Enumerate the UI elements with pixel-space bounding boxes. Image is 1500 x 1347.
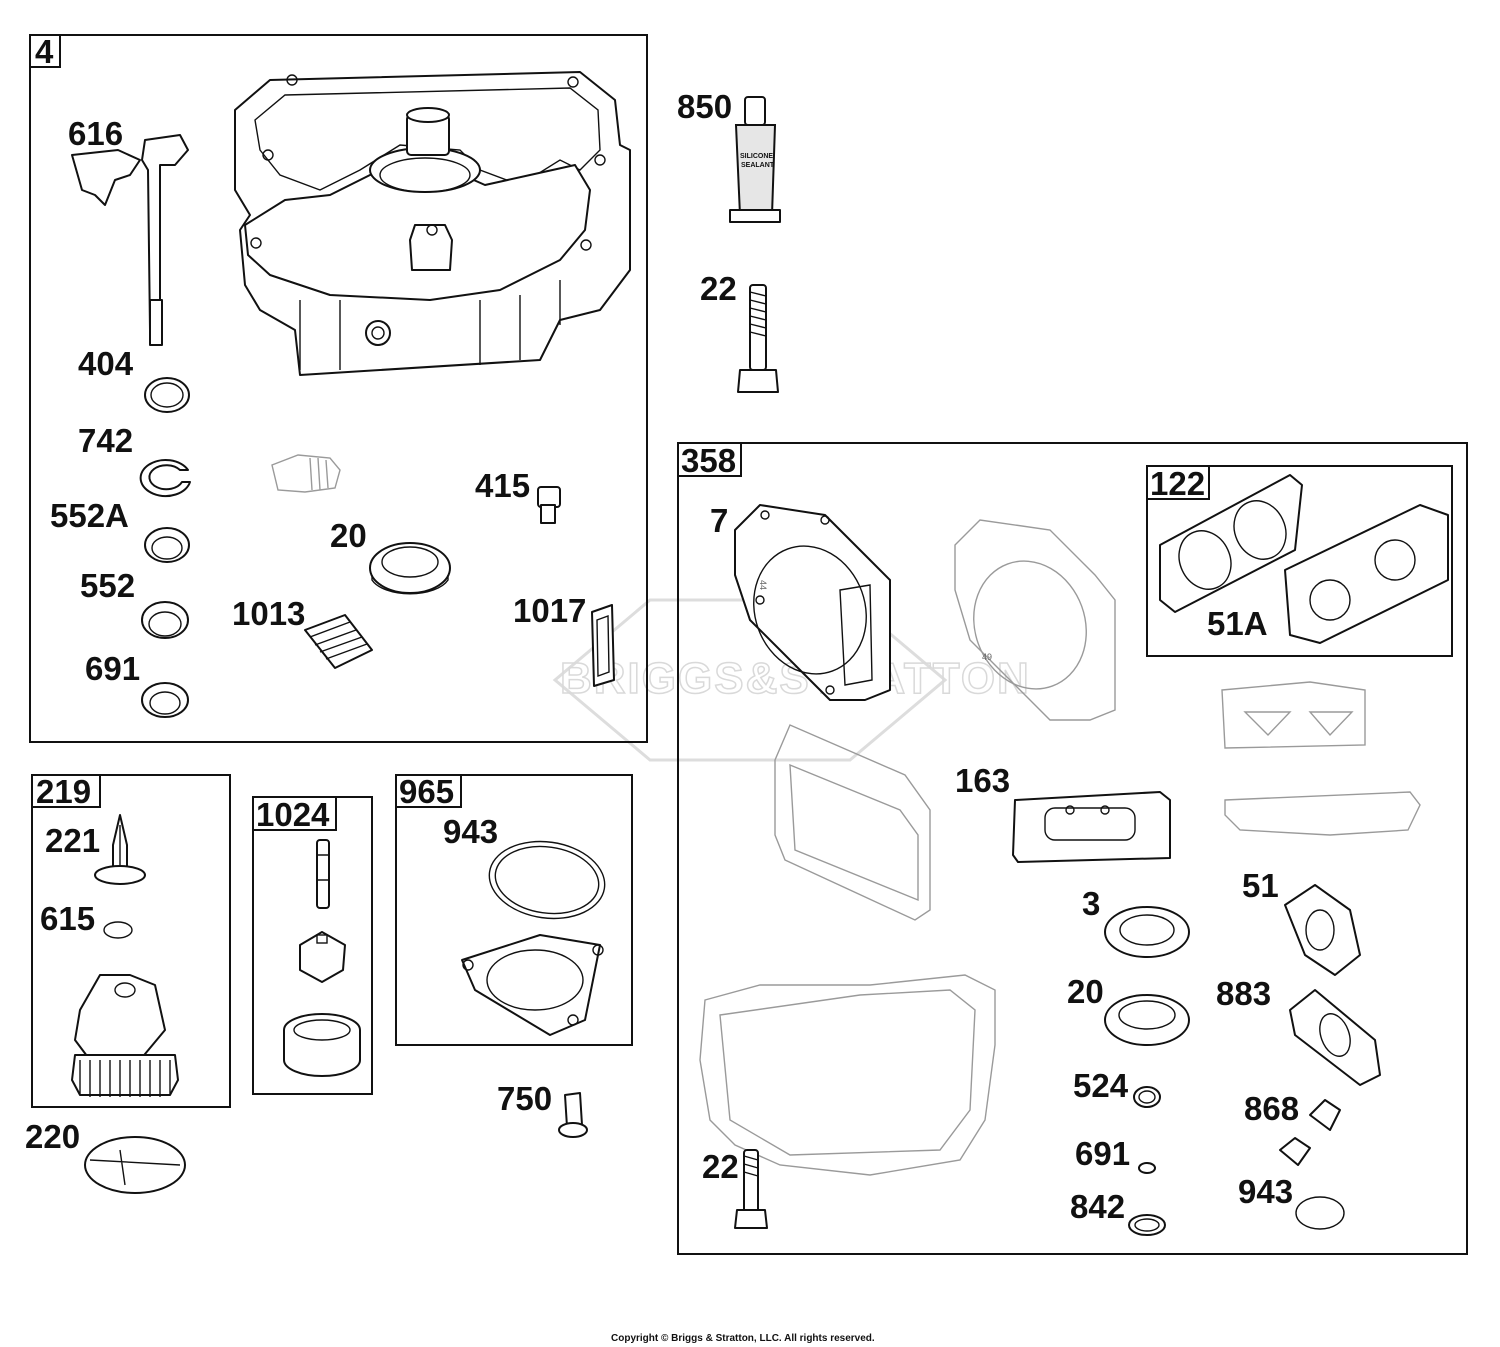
kit-1024-box: 1024 (252, 796, 373, 1095)
gasket-mark-left: 44 (758, 580, 768, 590)
pump-cover-plate (461, 934, 604, 1036)
bearing-20-top (369, 542, 451, 595)
intake-gasket-pair (1284, 504, 1449, 644)
seal-691-top (141, 682, 189, 718)
head-gasket-7: 44 (734, 504, 891, 701)
ring-842 (1128, 1214, 1166, 1236)
seal-691-bottom (1138, 1162, 1156, 1174)
kit-358-label: 358 (681, 442, 736, 479)
label-221: 221 (45, 822, 100, 859)
label-404: 404 (78, 345, 134, 382)
label-868: 868 (1244, 1090, 1299, 1127)
pin-221 (94, 814, 146, 885)
label-742: 742 (78, 422, 133, 459)
label-552a: 552A (50, 497, 129, 534)
screw-750 (558, 1092, 588, 1138)
bolt-22-top (737, 284, 779, 393)
kit-219-box: 219 (31, 773, 231, 1108)
label-842: 842 (1070, 1188, 1125, 1225)
ring-524 (1133, 1086, 1161, 1108)
label-552: 552 (80, 567, 135, 604)
copyright-text: Copyright © Briggs & Stratton, LLC. All … (611, 1333, 875, 1344)
label-163: 163 (955, 762, 1010, 799)
pump-outer-rotor (283, 1013, 361, 1077)
gasket-mark-right: 49 (982, 652, 992, 662)
kit-122-label: 122 (1150, 465, 1205, 502)
label-691-bottom: 691 (1075, 1135, 1130, 1172)
governor-gear-assembly (71, 974, 179, 1097)
label-615: 615 (40, 900, 95, 937)
crankcase-sump (234, 71, 631, 376)
kit-965-label: 965 (399, 773, 454, 810)
kit-358-box: 358 (677, 442, 1468, 1255)
label-1013: 1013 (232, 595, 305, 632)
ghost-plug (271, 454, 341, 493)
seal-552a (144, 527, 190, 563)
ghost-long-gasket (1224, 791, 1421, 836)
intake-plate-122 (1159, 474, 1303, 613)
washer-404 (144, 377, 190, 413)
kit-1024-label: 1024 (256, 796, 330, 833)
label-415: 415 (475, 467, 530, 504)
seal-552 (141, 601, 189, 639)
label-943-bottom: 943 (1238, 1173, 1293, 1210)
ghost-intake-gasket (1221, 681, 1366, 749)
oil-pump-shaft (316, 839, 330, 909)
ring-615 (103, 921, 133, 939)
label-51: 51 (1242, 867, 1279, 904)
bracket-1017 (591, 604, 615, 687)
label-7: 7 (710, 502, 728, 539)
fitting-868 (1279, 1099, 1341, 1166)
flange-51 (1284, 884, 1361, 976)
label-616: 616 (68, 115, 123, 152)
kit-4-label: 4 (35, 33, 54, 70)
label-22-bottom: 22 (702, 1148, 739, 1185)
governor-shaft-616 (71, 134, 189, 346)
label-943-top: 943 (443, 813, 498, 850)
plug-415 (537, 486, 561, 524)
label-20-top: 20 (330, 517, 367, 554)
label-524: 524 (1073, 1067, 1129, 1104)
label-1017: 1017 (513, 592, 586, 629)
e-ring-742 (139, 459, 191, 498)
sealant-text-2: SEALANT (741, 162, 775, 169)
bearing-20-bottom (1104, 994, 1190, 1046)
kit-965-box: 965 (395, 773, 633, 1046)
label-51a: 51A (1207, 605, 1268, 642)
disc-220 (84, 1136, 186, 1194)
sealant-text-1: SILICONE (740, 153, 773, 160)
o-ring-943-top (488, 840, 606, 920)
kit-219-label: 219 (36, 773, 91, 810)
ghost-valve-cover-gasket (774, 724, 931, 921)
gasket-883 (1289, 989, 1381, 1086)
spring-1013 (304, 614, 373, 669)
ghost-head-gasket: 49 (954, 519, 1116, 721)
label-22-top: 22 (700, 270, 737, 307)
seal-3 (1104, 906, 1190, 958)
label-20-bottom: 20 (1067, 973, 1104, 1010)
label-883: 883 (1216, 975, 1271, 1012)
pump-inner-rotor (299, 931, 346, 983)
kit-122-box: 122 (1146, 465, 1453, 657)
label-750: 750 (497, 1080, 552, 1117)
crankcase-gasket (699, 974, 996, 1176)
bolt-22-bottom (734, 1149, 768, 1229)
o-ring-943-bottom (1295, 1196, 1345, 1230)
kit-4-box: 4 (29, 33, 648, 743)
label-691-top: 691 (85, 650, 140, 687)
label-3: 3 (1082, 885, 1100, 922)
sealant-tube-850: SILICONE SEALANT (729, 96, 781, 223)
label-850: 850 (677, 88, 732, 125)
gasket-163 (1012, 791, 1171, 863)
label-220: 220 (25, 1118, 80, 1155)
